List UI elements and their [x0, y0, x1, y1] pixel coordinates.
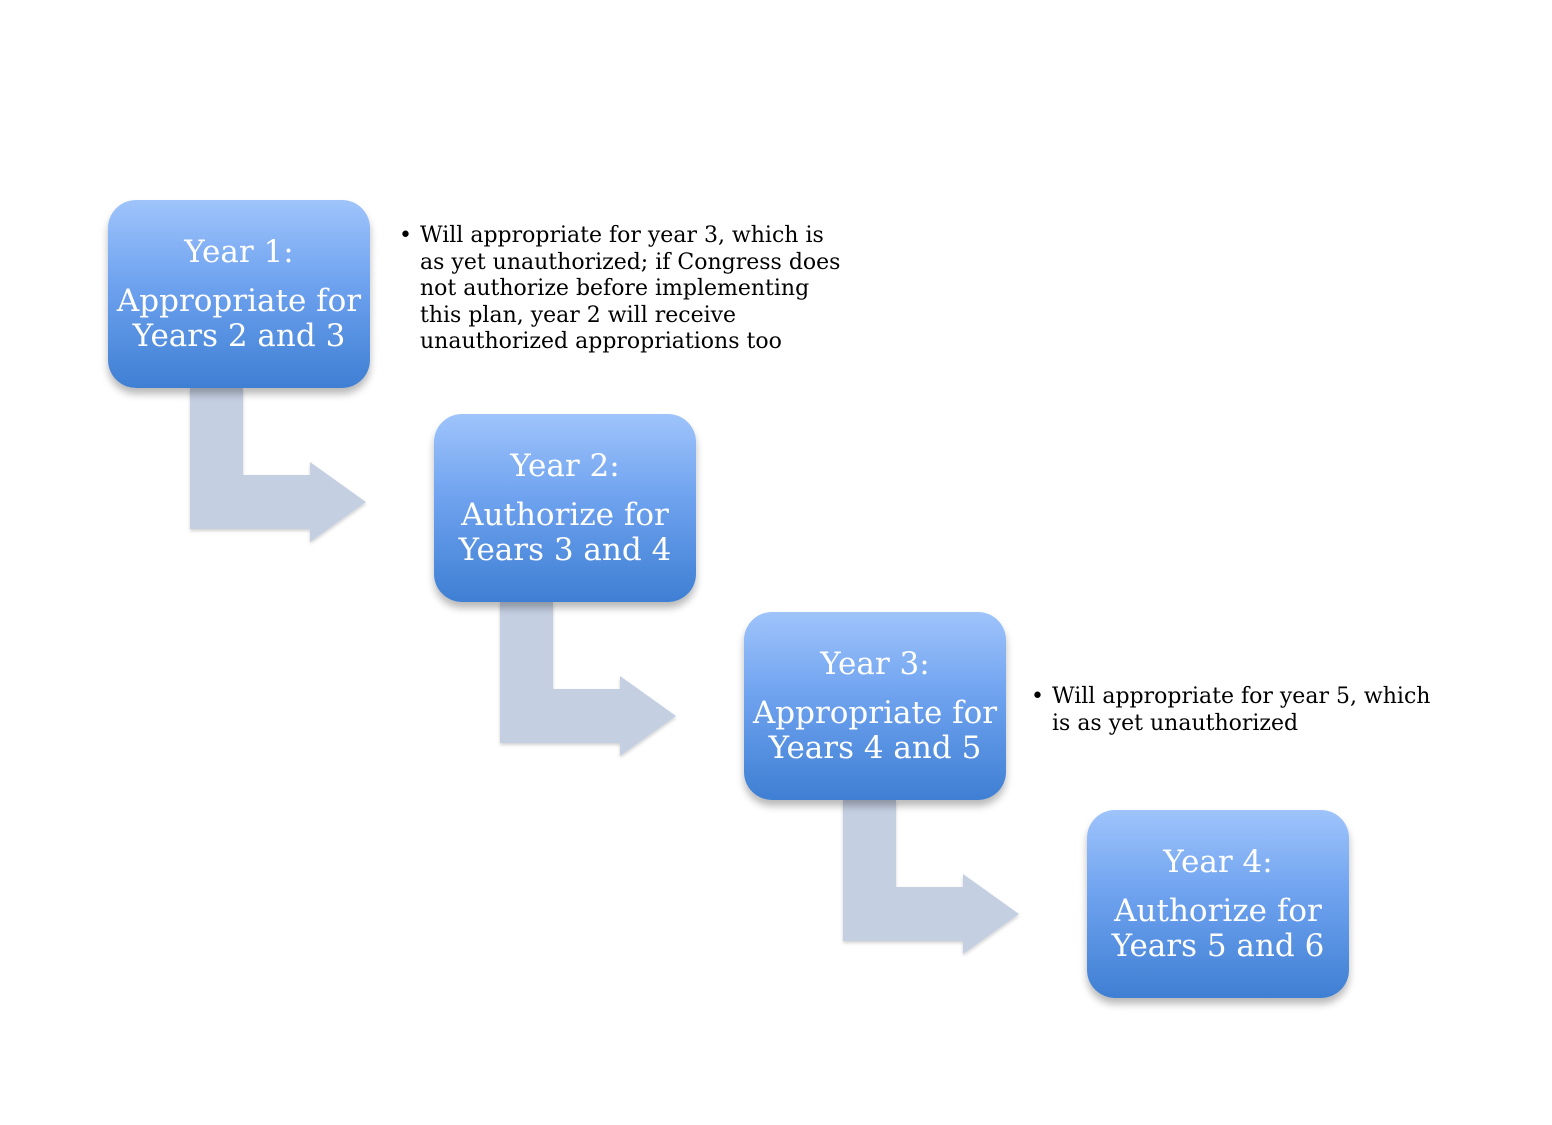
step-year-1: Year 1: Appropriate for Years 2 and 3 — [108, 200, 370, 388]
step-action: Appropriate for Years 4 and 5 — [752, 695, 998, 766]
step-action: Authorize for Years 5 and 6 — [1111, 893, 1325, 964]
step-action: Authorize for Years 3 and 4 — [458, 497, 672, 568]
bent-arrow-icon — [843, 800, 1019, 954]
bullet-icon: • — [399, 223, 412, 248]
bent-arrow-icon — [190, 388, 366, 542]
step-year-4: Year 4: Authorize for Years 5 and 6 — [1087, 810, 1349, 998]
step-title: Year 1: — [184, 234, 294, 270]
bent-arrow-icon — [500, 602, 676, 756]
bullet-icon: • — [1031, 684, 1044, 709]
step-year-3: Year 3: Appropriate for Years 4 and 5 — [744, 612, 1006, 800]
step-action: Appropriate for Years 2 and 3 — [116, 283, 362, 354]
step-year-2: Year 2: Authorize for Years 3 and 4 — [434, 414, 696, 602]
note-year-1: • Will appropriate for year 3, which is … — [399, 223, 849, 356]
list-item: • Will appropriate for year 5, which is … — [1031, 684, 1451, 737]
note-text: Will appropriate for year 3, which is as… — [420, 223, 841, 354]
step-title: Year 2: — [510, 448, 620, 484]
note-text: Will appropriate for year 5, which is as… — [1052, 684, 1431, 736]
list-item: • Will appropriate for year 3, which is … — [399, 223, 849, 356]
step-title: Year 3: — [820, 646, 930, 682]
note-year-3: • Will appropriate for year 5, which is … — [1031, 684, 1451, 737]
step-title: Year 4: — [1163, 844, 1273, 880]
